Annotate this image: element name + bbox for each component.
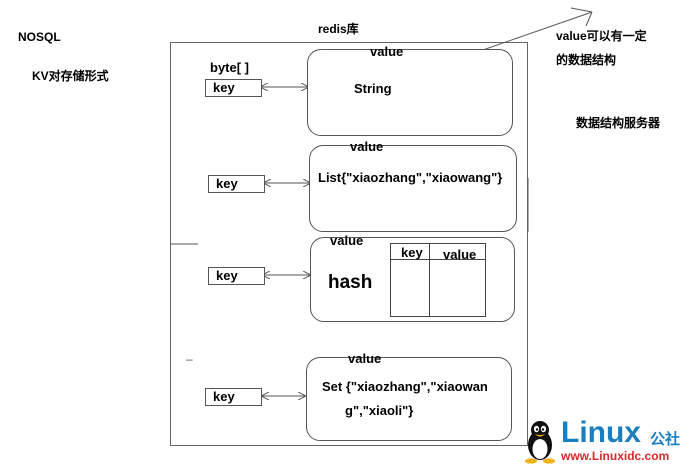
logo-url: www.Linuxidc.com xyxy=(561,449,670,463)
value-label-hash: value xyxy=(330,233,364,248)
tux-penguin-logo xyxy=(522,418,558,464)
hash-table-header-value: value xyxy=(443,247,477,262)
hash-table-header-rule xyxy=(391,259,485,260)
hash-table-column-rule xyxy=(429,244,430,316)
kv-storage-label: KV对存储形式 xyxy=(32,69,109,83)
value-box-hash xyxy=(310,237,515,322)
value-box-string xyxy=(307,49,513,136)
list-content: List{"xiaozhang","xiaowang"} xyxy=(318,170,503,185)
redis-library-label: redis库 xyxy=(318,22,359,36)
value-label-set: value xyxy=(348,351,382,366)
nosql-label: NOSQL xyxy=(18,30,61,44)
hash-table: key value xyxy=(390,243,486,317)
hash-content: hash xyxy=(328,272,373,293)
value-label-list: value xyxy=(350,139,384,154)
stray-mark: – xyxy=(186,352,193,366)
value-structure-note-line2: 的数据结构 xyxy=(556,53,617,67)
value-structure-note-line1: value可以有一定 xyxy=(556,29,647,43)
value-label-string: value xyxy=(370,44,404,59)
set-content-line1: Set {"xiaozhang","xiaowan xyxy=(322,379,488,394)
hash-table-header-key: key xyxy=(401,245,423,260)
key-box-string: key xyxy=(205,79,262,97)
value-box-set xyxy=(306,357,512,441)
key-box-set: key xyxy=(205,388,262,406)
key-box-hash: key xyxy=(208,267,265,285)
logo-brand: Linux xyxy=(561,416,641,449)
value-box-list xyxy=(309,145,517,232)
logo-brand-cn: 公社 xyxy=(650,431,681,448)
string-content: String xyxy=(354,81,392,96)
set-content-line2: g","xiaoli"} xyxy=(345,403,414,418)
byte-array-label: byte[ ] xyxy=(210,60,249,75)
key-box-list: key xyxy=(208,175,265,193)
data-structure-server-label: 数据结构服务器 xyxy=(576,116,661,130)
